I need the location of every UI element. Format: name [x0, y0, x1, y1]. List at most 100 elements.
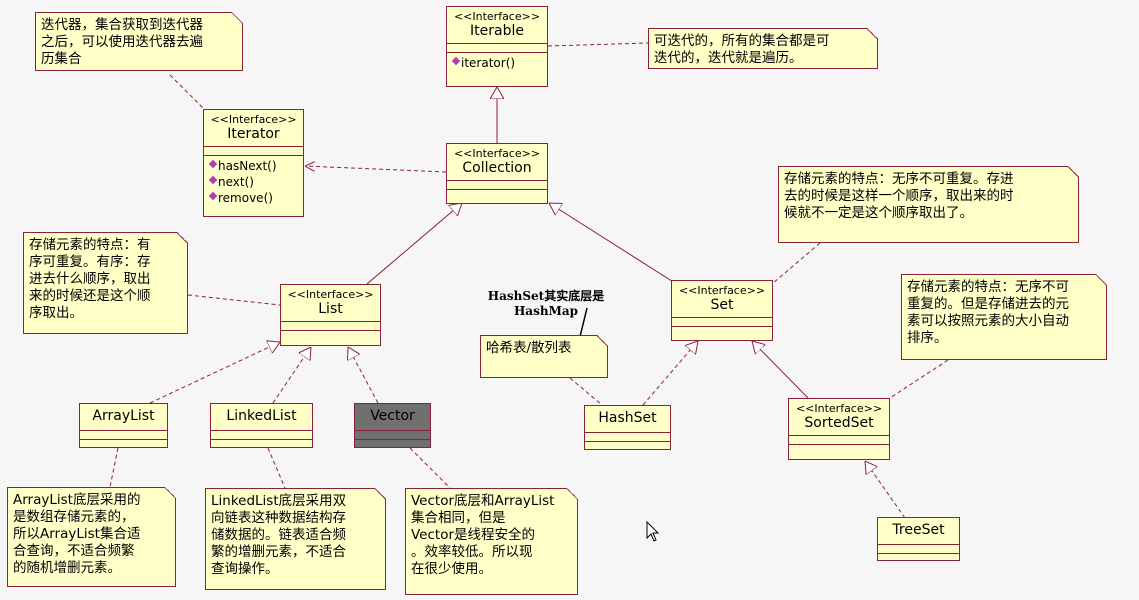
class-name: ArrayList	[92, 408, 155, 424]
anchor-note-iterable	[547, 42, 649, 47]
stereotype: <<Interface>>	[453, 10, 541, 23]
operation-item: next()	[212, 174, 303, 190]
note-hash[interactable]: 哈希表/散列表	[480, 335, 608, 378]
note-line: 合查询，不适合频繁	[13, 543, 135, 559]
edge-hashset-set	[642, 341, 698, 406]
note-line: 排序。	[907, 330, 948, 346]
class-name: LinkedList	[226, 408, 297, 424]
attribute-section	[204, 146, 303, 155]
note-line: 序可重复。有序：存	[29, 254, 151, 270]
note-line: Vector底层和ArrayList	[411, 493, 555, 509]
operation-section	[281, 330, 380, 339]
attribute-section	[585, 432, 670, 441]
class-vector[interactable]: Vector	[354, 403, 431, 448]
class-iterable[interactable]: <<Interface>>Iterable iterator()	[446, 6, 548, 87]
class-name: Vector	[370, 408, 415, 424]
note-iterable[interactable]: 可迭代的，所有的集合都是可 迭代的，迭代就是遍历。	[648, 28, 878, 69]
note-line: 之后，可以使用迭代器去遍	[41, 34, 203, 50]
class-name: TreeSet	[892, 522, 945, 538]
class-name: Collection	[462, 160, 532, 176]
class-linkedlist[interactable]: LinkedList	[210, 403, 313, 448]
note-line: 候就不一定是这个顺序取出了。	[784, 205, 973, 221]
note-line: 素可以按照元素的大小自动	[907, 313, 1069, 329]
operation-section: iterator()	[447, 52, 547, 73]
attribute-section	[211, 430, 312, 439]
anchor-note-vector	[409, 447, 451, 489]
edge-linkedlist-list	[272, 347, 311, 404]
note-line: 所以ArrayList集合适	[13, 526, 141, 542]
class-list[interactable]: <<Interface>>List	[280, 284, 381, 346]
operation-section	[355, 439, 430, 440]
note-line: 序取出。	[29, 305, 83, 321]
note-line: 迭代器，集合获取到迭代器	[41, 17, 203, 33]
class-treeset[interactable]: TreeSet	[877, 517, 960, 561]
note-vector[interactable]: Vector底层和ArrayList 集合相同，但是 Vector是线程安全的 …	[405, 488, 578, 595]
class-collection[interactable]: <<Interface>>Collection	[446, 143, 548, 204]
class-iterator[interactable]: <<Interface>>Iterator hasNext() next() r…	[203, 109, 304, 217]
operation-section	[585, 441, 670, 442]
class-hashset[interactable]: HashSet	[584, 405, 671, 450]
operation-item: iterator()	[455, 55, 547, 71]
stereotype: <<Interface>>	[678, 284, 766, 297]
note-line: 查询操作。	[211, 561, 279, 577]
note-line: Vector是线程安全的	[411, 527, 536, 543]
free-text-line: HashMap	[513, 304, 579, 318]
class-sortedset[interactable]: <<Interface>>SortedSet	[788, 398, 890, 460]
stereotype: <<Interface>>	[453, 147, 541, 160]
note-set[interactable]: 存储元素的特点：无序不可重复。存进 去的时候是这样一个顺序，取出来的时 候就不一…	[778, 166, 1079, 243]
class-arraylist[interactable]: ArrayList	[79, 403, 168, 448]
operation-section	[80, 439, 167, 440]
note-line: 存储元素的特点：无序不可重复。存进	[784, 171, 1014, 187]
operation-section	[789, 444, 889, 453]
note-line: 进去什么顺序，取出	[29, 271, 151, 287]
anchor-note-iterator	[169, 74, 206, 111]
mouse-cursor-icon	[646, 521, 660, 542]
note-line: ArrayList底层采用的	[13, 492, 141, 508]
note-line: 来的时候还是这个顺	[29, 288, 151, 304]
edge-set-collection	[549, 203, 676, 284]
note-line: 存储元素的特点：无序不可	[907, 279, 1069, 295]
note-line: 在很少使用。	[411, 561, 492, 577]
operation-section	[878, 553, 959, 554]
note-line: 集合相同，但是	[411, 510, 506, 526]
note-line: 是数组存储元素的，	[13, 509, 135, 525]
note-line: 可迭代的，所有的集合都是可	[654, 33, 830, 49]
attribute-section	[281, 321, 380, 330]
note-line: LinkedList底层采用双	[211, 493, 347, 509]
stereotype: <<Interface>>	[795, 402, 883, 415]
operation-item: remove()	[212, 190, 303, 206]
note-line: 储数据的。链表适合频	[211, 527, 346, 543]
anchor-note-set	[771, 242, 821, 285]
note-list[interactable]: 存储元素的特点：有 序可重复。有序：存 进去什么顺序，取出 来的时候还是这个顺 …	[23, 232, 188, 334]
note-arraylist[interactable]: ArrayList底层采用的 是数组存储元素的， 所以ArrayList集合适 …	[7, 487, 176, 587]
anchor-note-hash	[569, 377, 603, 406]
class-name: List	[318, 301, 343, 317]
class-name: Iterable	[470, 23, 524, 39]
free-text-line: HashSet其实底层是	[487, 289, 605, 303]
note-line: 的随机增删元素。	[13, 560, 121, 576]
note-sortedset[interactable]: 存储元素的特点：无序不可 重复的。但是存储进去的元 素可以按照元素的大小自动 排…	[901, 274, 1107, 360]
attribute-section	[672, 317, 772, 326]
attribute-section	[355, 430, 430, 439]
note-linkedlist[interactable]: LinkedList底层采用双 向链表这种数据结构存 储数据的。链表适合频 繁的…	[205, 488, 386, 590]
operation-section	[672, 326, 772, 335]
free-text-hashset-note: HashSet其实底层是 HashMap	[476, 289, 616, 319]
class-set[interactable]: <<Interface>>Set	[671, 280, 773, 341]
note-line: 重复的。但是存储进去的元	[907, 296, 1069, 312]
operation-section	[211, 439, 312, 440]
edge-list-collection	[366, 203, 462, 285]
attribute-section	[878, 544, 959, 553]
stereotype: <<Interface>>	[287, 288, 374, 301]
note-line: 迭代的，迭代就是遍历。	[654, 50, 803, 66]
edge-arraylist-list	[149, 342, 280, 404]
edge-sortedset-set	[752, 341, 809, 399]
note-line: 向链表这种数据结构存	[211, 510, 346, 526]
stereotype: <<Interface>>	[210, 113, 297, 126]
note-line: 哈希表/散列表	[486, 340, 572, 356]
anchor-note-list	[187, 294, 281, 306]
note-line: 繁的增删元素，不适合	[211, 544, 346, 560]
anchor-note-sortedset	[889, 359, 949, 399]
class-name: HashSet	[598, 410, 657, 426]
note-iterator[interactable]: 迭代器，集合获取到迭代器 之后，可以使用迭代器去遍 历集合	[35, 12, 243, 71]
